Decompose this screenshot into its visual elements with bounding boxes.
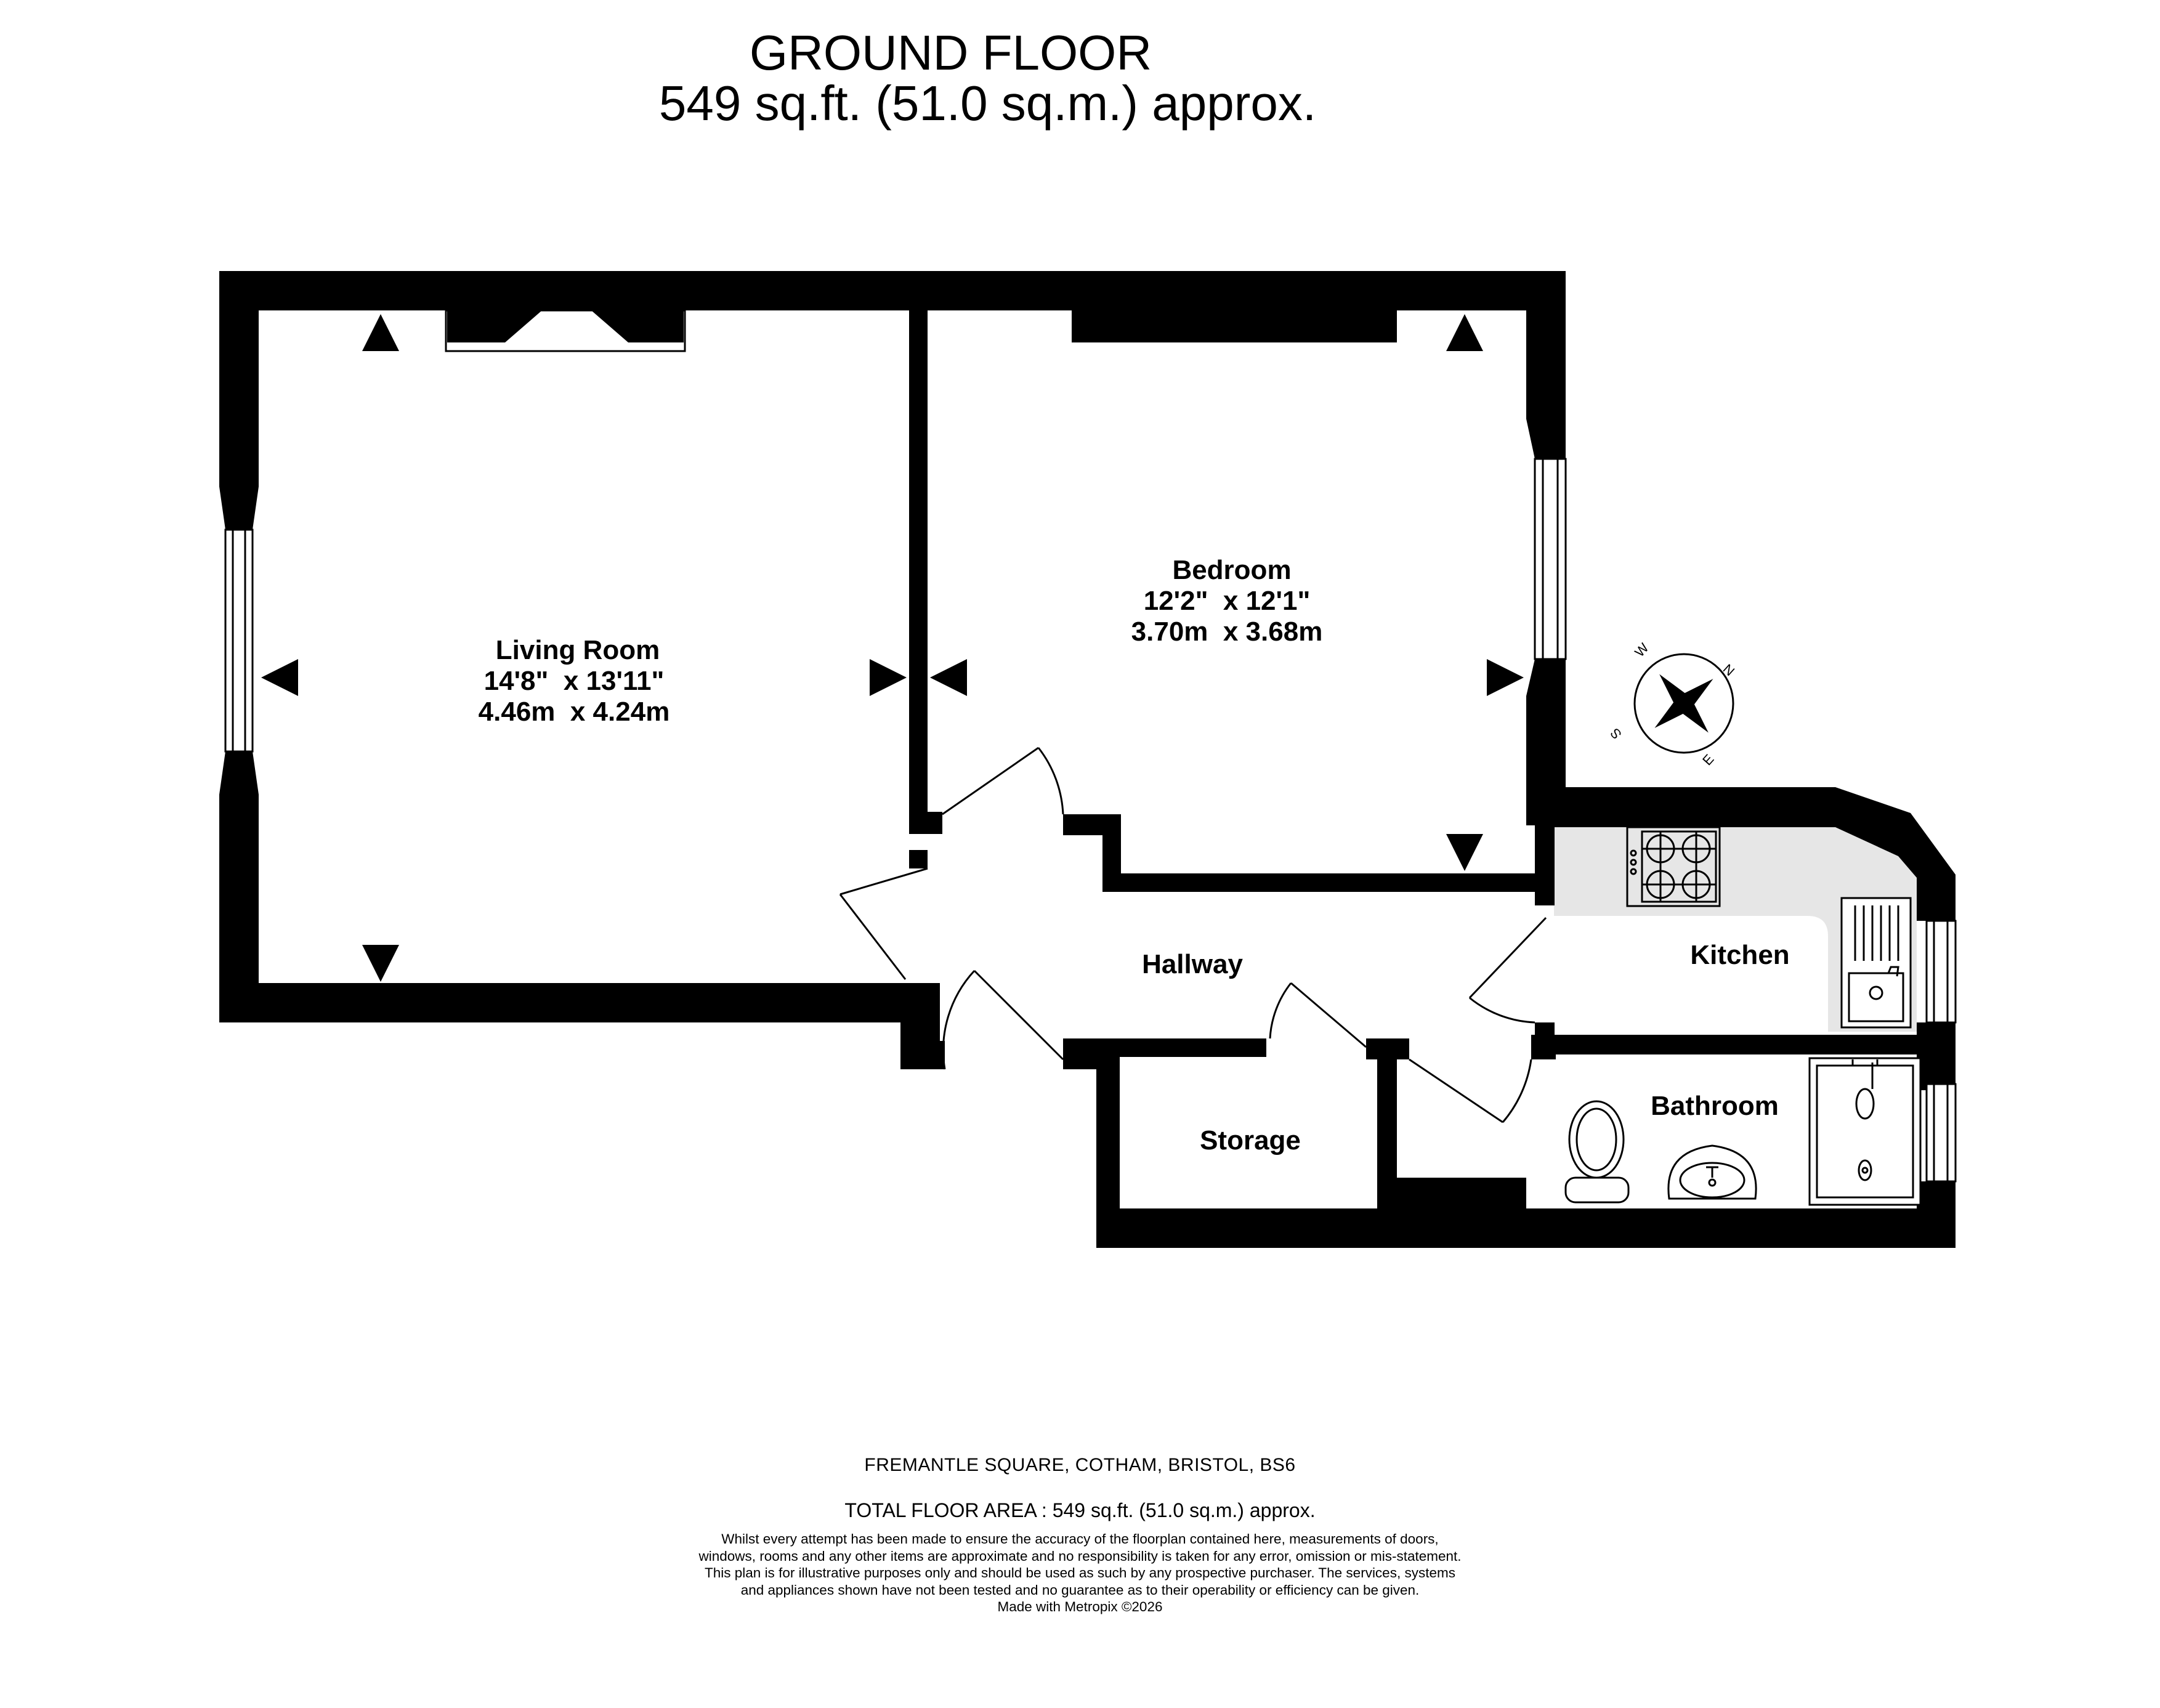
floor-area-heading: 549 sq.ft. (51.0 sq.m.) approx.: [0, 75, 2160, 132]
hob: [1626, 826, 1721, 907]
total-floor-area: TOTAL FLOOR AREA : 549 sq.ft. (51.0 sq.m…: [844, 1499, 1316, 1521]
wall-hall-post-left: [1063, 1038, 1098, 1069]
arrow-living-bottom: [362, 945, 399, 982]
wall-bedroom-bottom: [1120, 873, 1551, 892]
chimney-breast-living: [445, 309, 686, 352]
bathroom-name: Bathroom: [1651, 1091, 1779, 1121]
wall-bedroom-right-bay-top: [1526, 419, 1566, 459]
arrow-living-top: [362, 314, 399, 351]
room-labels: Living Room 14'8" x 13'11" 4.46m x 4.24m…: [479, 555, 1790, 1156]
wall-living-left-bay-top: [219, 487, 259, 530]
property-address: FREMANTLE SQUARE, COTHAM, BRISTOL, BS6: [864, 1455, 1296, 1475]
wall-bedroom-right-upper: [1526, 271, 1566, 419]
walls: [219, 271, 1956, 1248]
wall-hall-post-right: [1366, 1038, 1409, 1059]
compass-west: W: [1632, 640, 1652, 660]
wall-partition-jamb: [909, 812, 942, 834]
floor-name: GROUND FLOOR: [749, 25, 1152, 80]
wall-bathroom-door-jamb: [1531, 1035, 1556, 1059]
living-room-dimensions-imperial: 14'8" x 13'11": [484, 666, 665, 696]
kitchen-name: Kitchen: [1690, 940, 1789, 970]
bedroom-dimensions-metric: 3.70m x 3.68m: [1131, 617, 1323, 647]
window-living-left: [224, 528, 254, 753]
door-entrance: [942, 969, 1064, 1070]
disclaimer: Whilst every attempt has been made to en…: [698, 1531, 1462, 1598]
hallway-name: Hallway: [1142, 949, 1243, 979]
wall-top: [219, 271, 1566, 310]
chimney-breast-bedroom: [1072, 310, 1397, 342]
wall-kitchen-right-upper: [1917, 875, 1956, 921]
measurement-arrows: [261, 314, 1524, 982]
wall-living-bottom: [219, 983, 940, 1022]
floor-title: GROUND FLOOR: [0, 25, 2160, 81]
arrow-bedroom-bottom: [1446, 834, 1483, 871]
wall-storage-right: [1377, 1057, 1397, 1220]
living-room-name: Living Room: [496, 635, 660, 665]
window-bathroom-right: [1925, 1083, 1957, 1183]
wall-kitchen-left-upper: [1535, 823, 1555, 905]
compass-ring: [1633, 653, 1734, 754]
wall-kitchen-bathroom: [1555, 1035, 1918, 1054]
compass-north: N: [1720, 661, 1738, 679]
wall-bedroom-door-post: [1102, 814, 1121, 892]
arrow-bedroom-top: [1446, 314, 1483, 351]
wall-partition-lower: [909, 850, 928, 868]
door-kitchen: [1468, 917, 1547, 1024]
doors: [839, 747, 1547, 1123]
floor-area: 549 sq.ft. (51.0 sq.m.) approx.: [658, 76, 1317, 131]
wall-hall-entrance-stub: [900, 1041, 945, 1069]
arrow-bedroom-right: [1487, 659, 1524, 696]
living-room-dimensions-metric: 4.46m x 4.24m: [479, 697, 670, 727]
wall-bedroom-right-bay-bottom: [1526, 659, 1566, 696]
door-storage: [1269, 982, 1367, 1048]
wall-bottom-storage-bathroom: [1096, 1208, 1956, 1248]
wall-living-left-upper: [219, 271, 259, 487]
window-kitchen-right: [1925, 920, 1957, 1024]
compass-star: [1654, 674, 1713, 733]
bedroom-dimensions-imperial: 12'2" x 12'1": [1144, 586, 1311, 616]
arrow-bedroom-left: [930, 659, 967, 696]
fireplaces: [445, 309, 1397, 352]
footer: FREMANTLE SQUARE, COTHAM, BRISTOL, BS6 T…: [0, 1455, 2160, 1616]
wall-bathroom-right-lower: [1917, 1181, 1956, 1248]
toilet: [1564, 1100, 1630, 1204]
kitchen-worktop: [1554, 827, 1917, 1032]
metropix-credit: Made with Metropix ©2026: [997, 1599, 1163, 1614]
wall-living-left-bay-bottom: [219, 751, 259, 795]
windows: [224, 458, 1957, 1183]
compass-south: S: [1607, 726, 1625, 742]
door-bedroom: [942, 747, 1064, 816]
wall-kitchen-top: [1552, 787, 1956, 912]
shower-bath: [1808, 1057, 1922, 1206]
door-bathroom: [1409, 1058, 1532, 1123]
compass: N E S W: [1607, 640, 1737, 768]
kitchen-sink: [1840, 897, 1912, 1029]
door-living-room: [839, 867, 928, 980]
bathroom-basin: [1667, 1144, 1757, 1200]
arrow-living-left: [261, 659, 298, 696]
storage-name: Storage: [1200, 1125, 1301, 1156]
compass-east: E: [1699, 751, 1717, 769]
wall-bathroom-counter: [1397, 1178, 1526, 1210]
bedroom-name: Bedroom: [1172, 555, 1291, 585]
wall-bathroom-right-upper: [1917, 1054, 1956, 1084]
fireplace-living-left: [447, 310, 542, 342]
fireplace-living-right: [591, 310, 684, 342]
wall-partition-living-bedroom: [909, 310, 928, 822]
arrow-living-right: [870, 659, 907, 696]
window-bedroom-right: [1534, 458, 1567, 660]
